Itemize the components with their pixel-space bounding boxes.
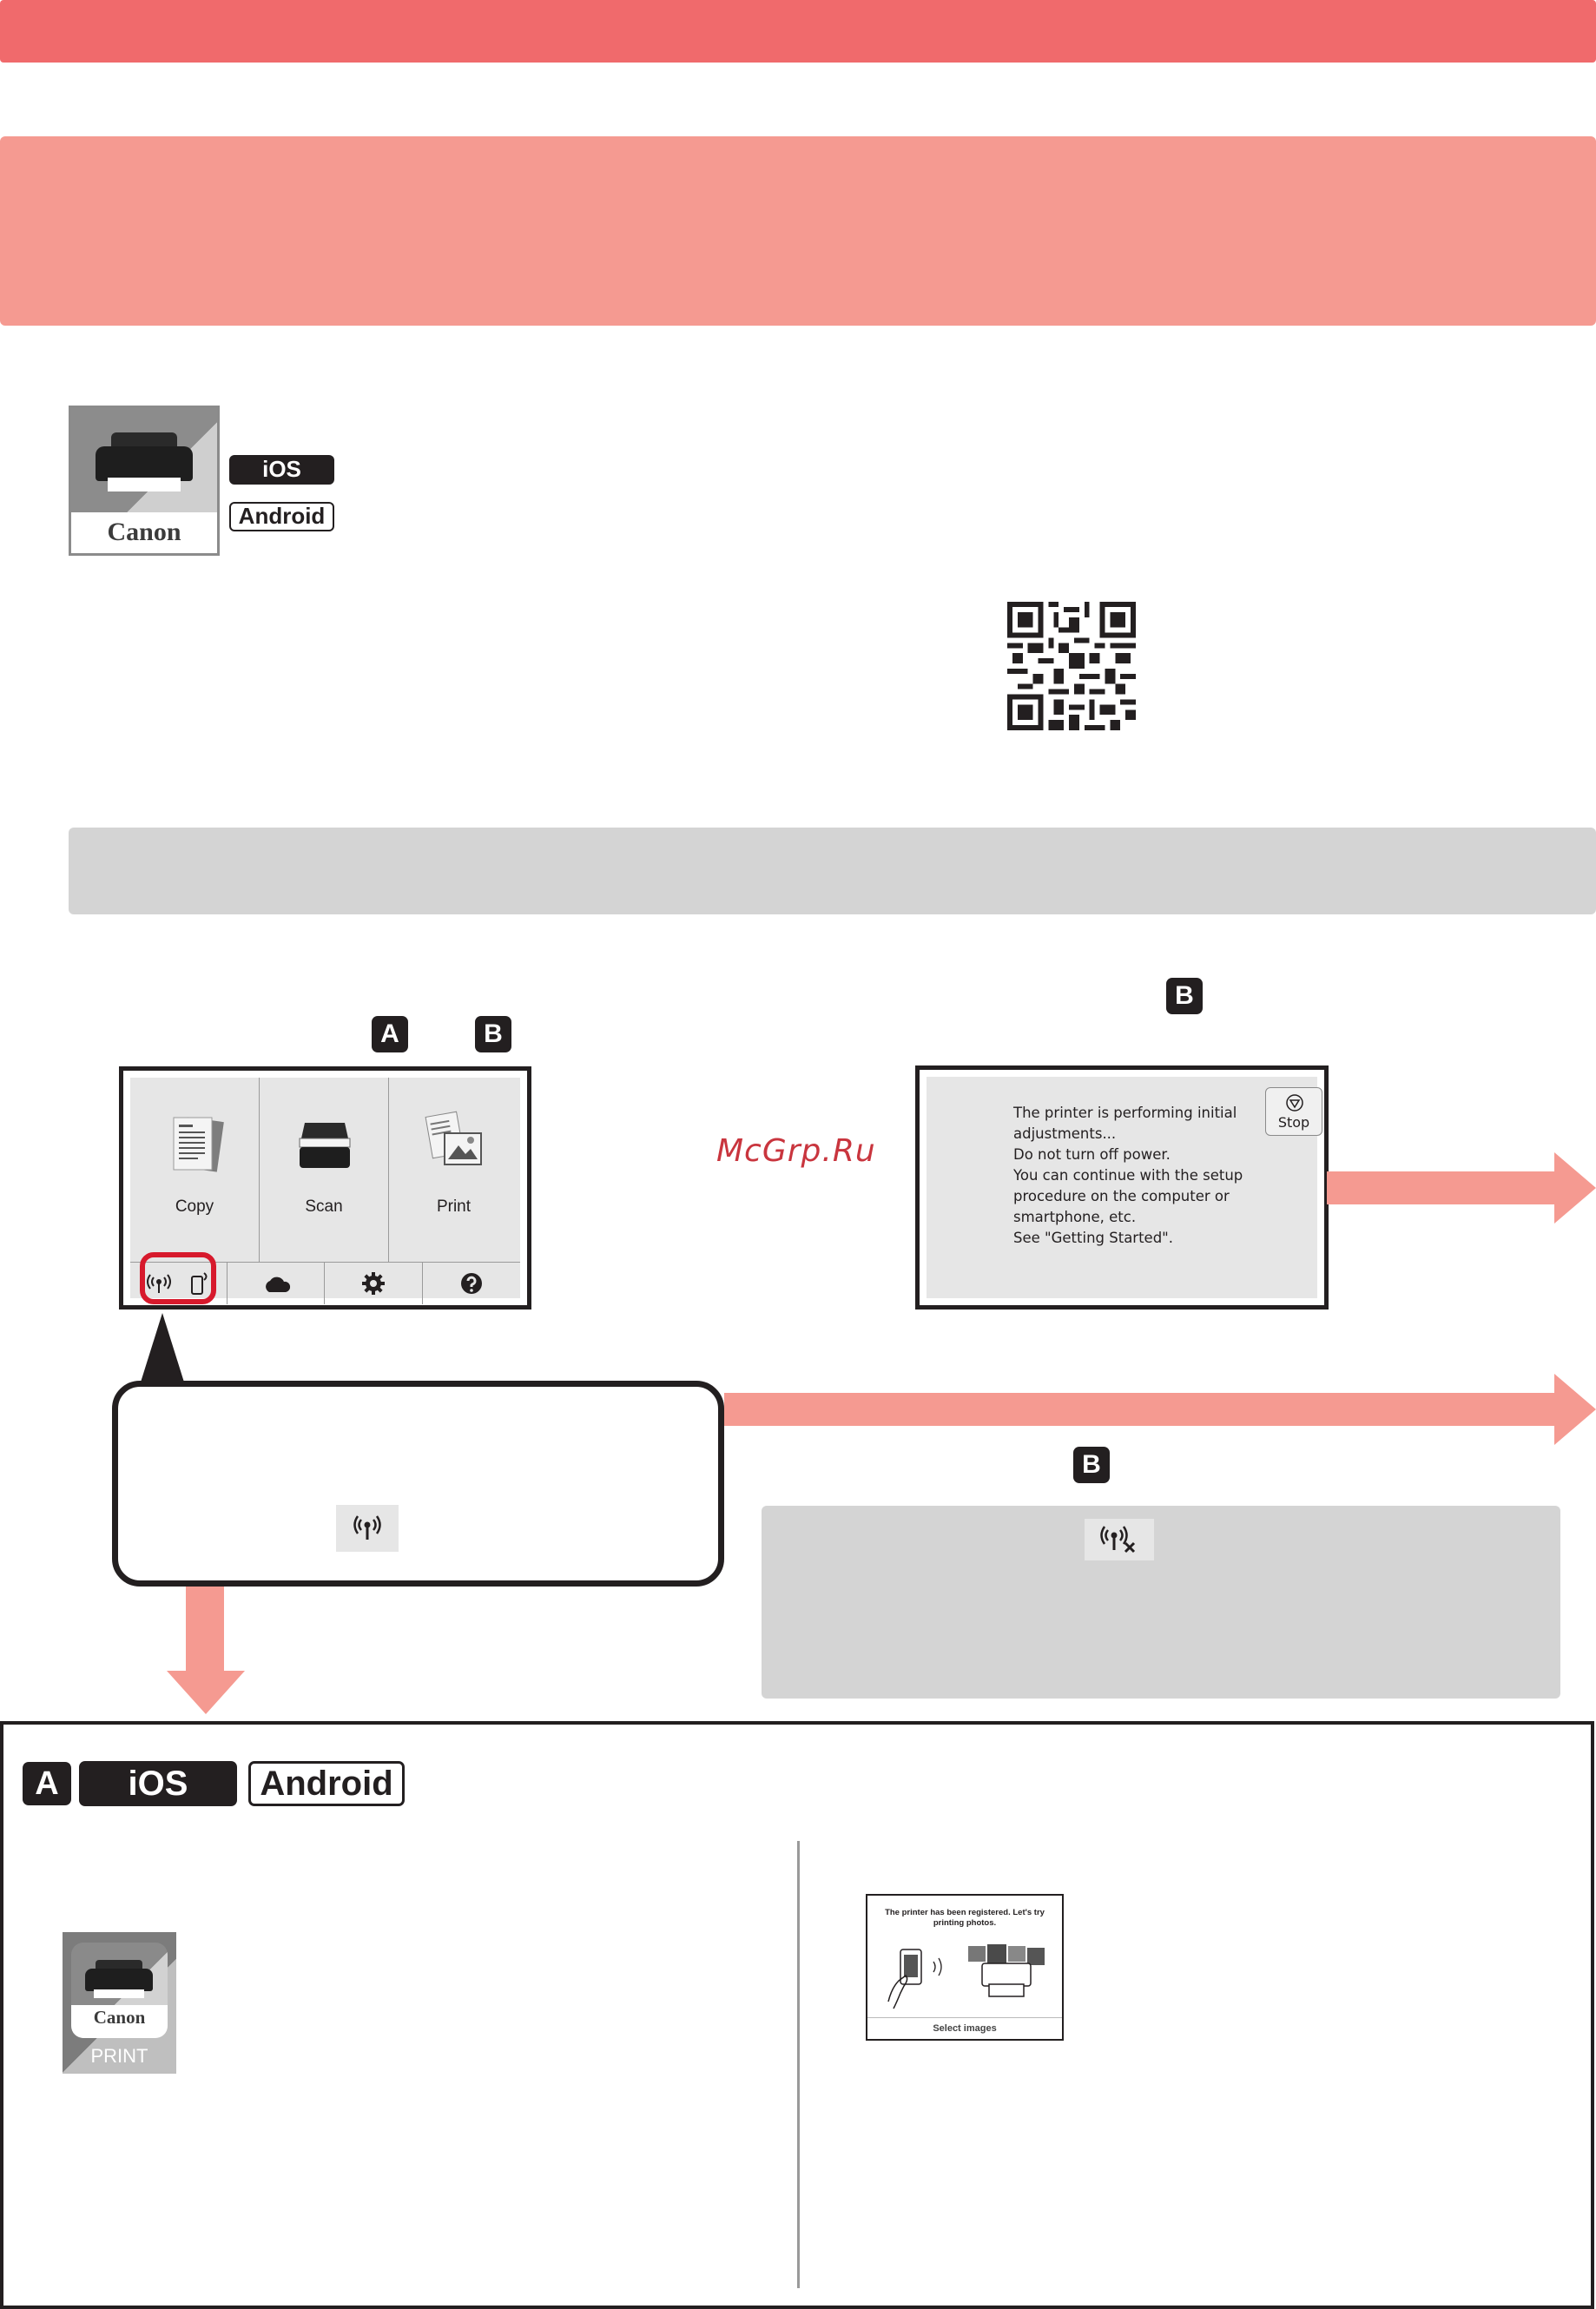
android-badge: Android bbox=[229, 502, 334, 531]
home-screen-inner: Copy Scan Print bbox=[130, 1078, 520, 1304]
adjustment-screen-display: The printer is performing initial adjust… bbox=[915, 1065, 1329, 1310]
stop-button[interactable]: Stop bbox=[1265, 1087, 1322, 1136]
phone-to-printer-illustration bbox=[887, 1944, 1045, 2009]
copy-tile[interactable]: Copy bbox=[130, 1078, 260, 1262]
wireless-icon-chip bbox=[336, 1505, 399, 1552]
gray-note-box bbox=[762, 1506, 1560, 1699]
copy-icon bbox=[173, 1117, 224, 1172]
section-a-android-badge: Android bbox=[248, 1761, 405, 1806]
registered-line-2: printing photos. bbox=[933, 1918, 997, 1928]
step-badge-b: B bbox=[1166, 978, 1203, 1014]
print-tile[interactable]: Print bbox=[389, 1078, 518, 1262]
printer-body-shape bbox=[96, 446, 193, 481]
scan-icon bbox=[299, 1123, 351, 1168]
step-badge-a: A bbox=[372, 1016, 408, 1052]
print-icon bbox=[425, 1111, 482, 1165]
top-bar bbox=[0, 0, 1596, 63]
callout-box bbox=[112, 1381, 724, 1587]
brand-logo: Canon bbox=[107, 518, 181, 546]
wireless-off-chip bbox=[1085, 1519, 1154, 1560]
arrow-down bbox=[167, 1586, 245, 1714]
wireless-highlight-frame bbox=[140, 1252, 216, 1304]
canon-print-app-icon: Canon PRINT bbox=[63, 1932, 176, 2074]
qr-code bbox=[1007, 602, 1136, 730]
step-badge-b: B bbox=[475, 1016, 511, 1052]
wireless-disconnected-icon bbox=[1100, 1526, 1136, 1554]
message-line: See "Getting Started". bbox=[1013, 1230, 1174, 1246]
adjustment-message: The printer is performing initial adjust… bbox=[1013, 1103, 1265, 1249]
message-line: You can continue with the setup bbox=[1013, 1167, 1243, 1184]
app-registered-screen: The printer has been registered. Let's t… bbox=[866, 1894, 1064, 2041]
cloud-button[interactable] bbox=[228, 1263, 325, 1304]
message-line: procedure on the computer or bbox=[1013, 1188, 1230, 1204]
wireless-icon bbox=[353, 1515, 381, 1540]
paper-shape bbox=[108, 478, 181, 491]
message-line: Do not turn off power. bbox=[1013, 1146, 1171, 1163]
gear-icon bbox=[362, 1272, 385, 1295]
help-button[interactable] bbox=[423, 1263, 520, 1304]
stop-label: Stop bbox=[1277, 1114, 1310, 1131]
scan-label: Scan bbox=[305, 1197, 343, 1216]
app-rounded-tile: Canon bbox=[71, 1943, 168, 2038]
section-a-ios-badge: iOS bbox=[79, 1761, 237, 1806]
watermark-text: McGrp.Ru bbox=[716, 1133, 876, 1169]
message-line: adjustments... bbox=[1013, 1125, 1117, 1142]
title-band bbox=[0, 136, 1596, 326]
brand-strip bbox=[71, 2005, 168, 2038]
paper-shape bbox=[94, 1989, 144, 1998]
section-a-badge: A bbox=[23, 1762, 71, 1805]
canon-app-icon: Canon bbox=[69, 406, 220, 556]
registered-line-1: The printer has been registered. Let's t… bbox=[885, 1908, 1045, 1917]
help-icon bbox=[461, 1273, 482, 1294]
wireless-button[interactable] bbox=[130, 1263, 228, 1304]
home-bottom-bar bbox=[130, 1262, 520, 1304]
column-divider bbox=[797, 1841, 800, 2288]
arrow-right-lower bbox=[724, 1374, 1596, 1445]
print-app-label: PRINT bbox=[90, 2045, 148, 2067]
callout-pointer bbox=[139, 1313, 186, 1388]
printer-body-shape bbox=[85, 1969, 153, 1991]
message-line: smartphone, etc. bbox=[1013, 1209, 1137, 1225]
section-a-frame bbox=[0, 1721, 1594, 2309]
smartphone-icon bbox=[191, 1272, 208, 1295]
arrow-right-upper bbox=[1327, 1152, 1596, 1224]
brand-strip bbox=[71, 512, 217, 553]
select-images-button[interactable]: Select images bbox=[867, 2017, 1062, 2040]
wireless-icon bbox=[147, 1274, 171, 1293]
cloud-icon bbox=[266, 1277, 291, 1292]
scan-tile[interactable]: Scan bbox=[260, 1078, 389, 1262]
step-badge-b: B bbox=[1073, 1447, 1110, 1483]
copy-label: Copy bbox=[175, 1197, 214, 1216]
message-line: The printer is performing initial bbox=[1013, 1105, 1237, 1121]
gray-info-band bbox=[69, 828, 1596, 914]
registered-message: The printer has been registered. Let's t… bbox=[867, 1908, 1062, 1929]
brand-logo: Canon bbox=[93, 2007, 146, 2028]
stop-icon bbox=[1286, 1094, 1303, 1112]
print-label: Print bbox=[436, 1197, 472, 1216]
home-screen-display: Copy Scan Print bbox=[119, 1066, 531, 1310]
ios-badge: iOS bbox=[229, 455, 334, 485]
settings-button[interactable] bbox=[325, 1263, 423, 1304]
adjustment-screen-inner: The printer is performing initial adjust… bbox=[927, 1077, 1322, 1298]
